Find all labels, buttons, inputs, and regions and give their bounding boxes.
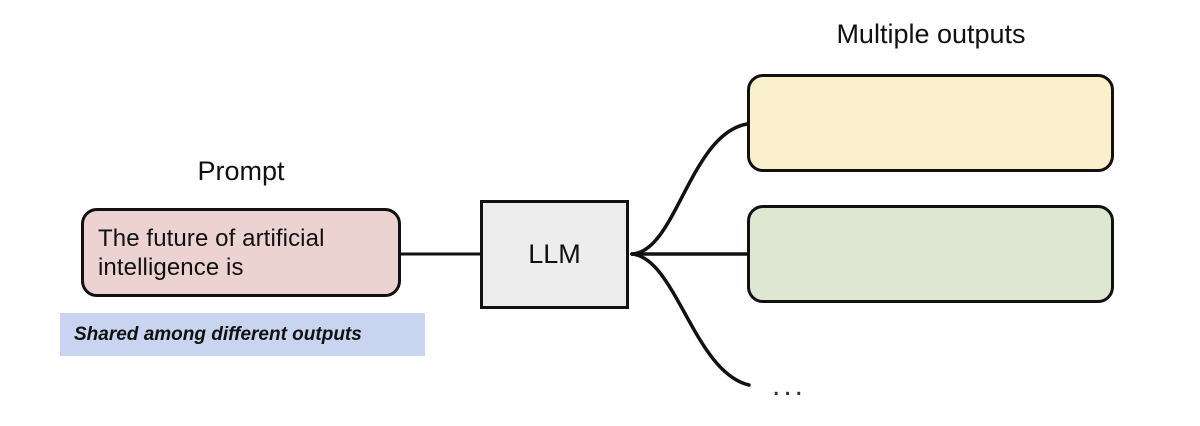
prompt-box[interactable]: The future of artificial intelligence is: [81, 208, 401, 297]
output-box-2[interactable]: [747, 205, 1114, 303]
edge-llm-to-output-more: [630, 252, 751, 387]
edge-llm-to-output-1: [630, 122, 749, 256]
multiple-outputs-label: Multiple outputs: [836, 19, 1026, 49]
shared-note-bar: Shared among different outputs: [60, 313, 425, 356]
llm-box[interactable]: LLM: [480, 200, 629, 309]
prompt-text: The future of artificial intelligence is: [98, 224, 325, 281]
prompt-label: Prompt: [197, 156, 285, 186]
more-outputs-ellipsis: ...: [772, 369, 807, 402]
output-box-1[interactable]: [747, 74, 1114, 172]
shared-note-text: Shared among different outputs: [74, 323, 362, 345]
llm-label: LLM: [528, 239, 581, 269]
